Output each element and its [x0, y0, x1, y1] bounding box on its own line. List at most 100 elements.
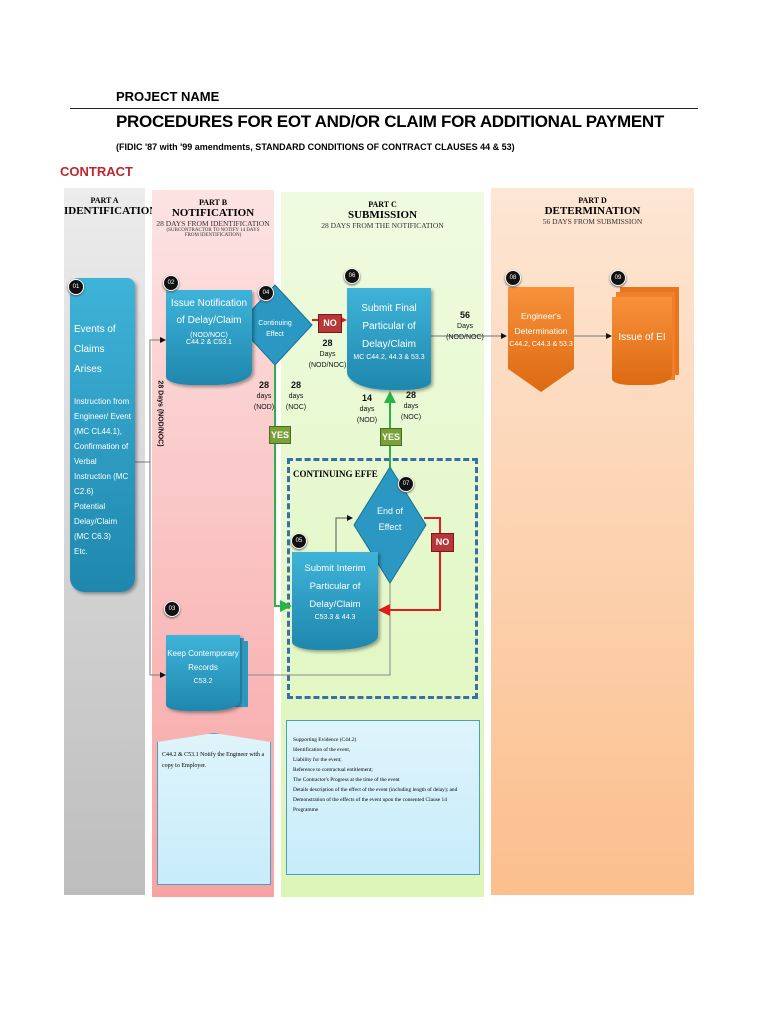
days-label-06-nod: 14 days (NOD) [354, 393, 380, 426]
part-sub: 28 DAYS FROM IDENTIFICATION [156, 219, 270, 228]
part-label: PART B [198, 198, 228, 207]
part-title: IDENTIFICATION [64, 205, 158, 217]
project-name: PROJECT NAME [116, 89, 220, 104]
part-title: NOTIFICATION [171, 207, 255, 219]
step-08-box: Engineer's Determination C44.2, C44.3 & … [508, 287, 574, 392]
step-02-number: 02 [163, 275, 179, 291]
arrow-04-yes-to-05 [274, 365, 292, 612]
step-08-ref: C44.2, C44.3 & 53.3 [509, 341, 573, 348]
part-title: SUBMISSION [347, 209, 418, 221]
arrow-03-to-07 [240, 583, 391, 676]
days-value: 28 [290, 380, 301, 390]
days-label-04-nod: 28 days (NOD) [251, 380, 277, 413]
days-unit: days [288, 393, 304, 400]
days-unit: days [256, 393, 272, 400]
yes-label-07: YES [380, 428, 402, 446]
arrow-05-to-07 [335, 515, 353, 552]
arrow-01-to-02 [135, 337, 166, 463]
note-part-b: C44.2 & C53.1 Notify the Engineer with a… [157, 733, 271, 885]
days-value: 28 [405, 390, 416, 400]
days-unit: days [359, 406, 375, 413]
days-value: 28 [258, 380, 269, 390]
part-title: DETERMINATION [544, 205, 641, 217]
note-line: Details description of the effect of the… [293, 787, 458, 793]
days-type: (NOD/NOC) [446, 334, 484, 341]
days-type: (NOD) [253, 404, 275, 411]
note-line: The Contractor's Progress at the time of… [293, 777, 400, 783]
step-09-box: Issue of EI [612, 297, 672, 385]
step-01-line: Confirmation of Verbal Instruction (MC C… [74, 442, 129, 496]
step-04-number: 04 [258, 285, 274, 301]
page-subtitle: (FIDIC '87 with '99 amendments, STANDARD… [116, 142, 515, 152]
step-05-box: Submit Interim Particular of Delay/Claim… [292, 552, 378, 650]
step-06-title: Submit Final Particular of Delay/Claim [361, 303, 417, 350]
step-05-title: Submit Interim Particular of Delay/Claim [304, 563, 366, 610]
arrow-07-no-loop [378, 517, 441, 616]
days-label-04-noc: 28 days (NOC) [283, 380, 309, 413]
step-01-line: Instruction from Engineer/ Event (MC CL4… [74, 397, 131, 436]
step-02-ref: C44.2 & C53.1 [186, 339, 232, 346]
step-01-number: 01 [68, 279, 84, 295]
step-03-box: Keep Contemporary Records C53.2 [166, 635, 240, 711]
step-01-box: Events of Claims Arises Instruction from… [70, 278, 135, 592]
continuing-effect-region [287, 458, 478, 699]
days-label-06-noc: 28 days (NOC) [398, 390, 424, 423]
part-sub: 28 DAYS FROM THE NOTIFICATION [321, 221, 444, 230]
step-06-box: Submit Final Particular of Delay/Claim M… [347, 288, 431, 390]
part-label: PART A [90, 196, 119, 205]
note-line: Identification of the event, [293, 747, 351, 753]
part-label: PART C [368, 200, 397, 209]
days-type: (NOC) [285, 404, 307, 411]
step-01-line: Etc. [74, 547, 88, 556]
section-contract: CONTRACT [60, 164, 133, 179]
note-line: Demonstration of the effects of the even… [293, 797, 447, 803]
note-text: C44.2 & C53.1 Notify the Engineer with a… [162, 752, 265, 769]
note-line: Programme [293, 807, 319, 813]
header-rule [70, 108, 698, 109]
decision-07-label: End of Effect [376, 506, 404, 532]
step-08-title: Engineer's Determination [514, 311, 568, 336]
days-type: (NOD) [356, 417, 378, 424]
days-type: (NOC) [400, 414, 422, 421]
step-02-box: Issue Notification of Delay/Claim (NOD/N… [166, 290, 252, 385]
step-06-number: 06 [344, 268, 360, 284]
step-05-number: 05 [291, 533, 307, 549]
step-03-ref: C53.2 [193, 678, 213, 685]
days-value: 14 [361, 393, 372, 403]
step-01-line: Potential Delay/Claim (MC C6.3) [74, 502, 118, 541]
days-type: (NOD/NOC) [308, 362, 347, 369]
part-note: (SUBCONTRACTOR TO NOTIFY 14 DAYS FROM ID… [166, 228, 260, 238]
step-08-number: 08 [505, 270, 521, 286]
days-unit: Days [319, 351, 336, 358]
page-title: PROCEDURES FOR EOT AND/OR CLAIM FOR ADDI… [116, 112, 664, 131]
step-05-ref: C53.3 & 44.3 [314, 614, 356, 621]
days-value: 56 [459, 310, 470, 320]
continuing-effect-label: CONTINUING EFFE [293, 469, 378, 479]
days-value: 28 [322, 338, 333, 348]
no-label-07: NO [431, 533, 454, 552]
note-line: Liability for the event; [293, 757, 342, 763]
step-09-number: 09 [610, 270, 626, 286]
days-label-04-06: 28 Days (NOD/NOC) [305, 338, 350, 371]
step-01-title: Events of Claims Arises [74, 324, 116, 375]
note-line: Supporting Evidence (C44.2) [293, 737, 357, 743]
step-03-title: Keep Contemporary Records [167, 649, 239, 672]
step-06-ref: MC C44.2, 44.3 & 53.3 [353, 354, 425, 361]
decision-04-label: Continuing Effect [258, 320, 292, 338]
no-label-04: NO [318, 314, 342, 333]
note-line: Reference to contractual entitlement; [293, 767, 373, 773]
part-sub: 56 DAYS FROM SUBMISSION [542, 217, 643, 226]
arrow-01-to-03 [149, 462, 166, 678]
yes-label-04: YES [269, 426, 291, 444]
part-label: PART D [578, 196, 607, 205]
label-28-days-01: 28 Days (NOD/NOC) [156, 380, 164, 447]
step-09-title: Issue of EI [618, 332, 666, 343]
note-part-c: Supporting Evidence (C44.2) Identificati… [286, 720, 480, 875]
step-02-title: Issue Notification of Delay/Claim [170, 298, 248, 326]
days-unit: Days [457, 323, 473, 330]
step-07-number: 07 [398, 476, 414, 492]
step-03-number: 03 [164, 601, 180, 617]
step-02-sub: (NOD/NOC) [190, 332, 228, 339]
days-unit: days [403, 403, 419, 410]
